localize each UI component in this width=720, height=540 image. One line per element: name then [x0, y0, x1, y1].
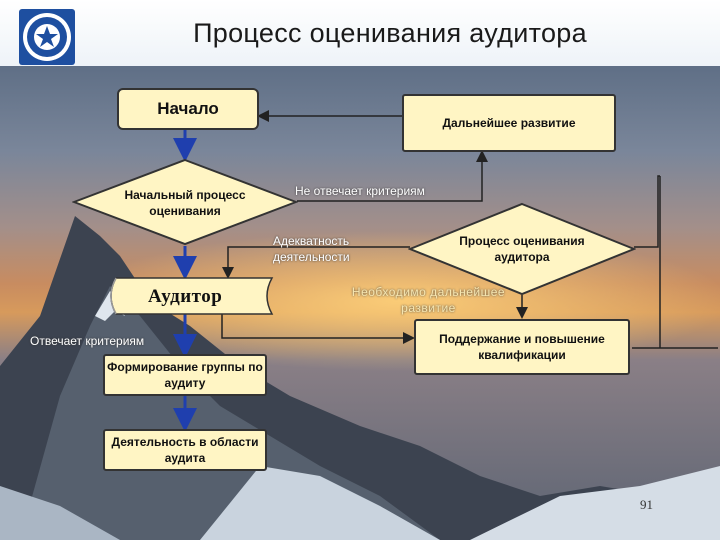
initial-assessment-label: Начальный процесс оценивания: [110, 186, 260, 220]
meets-criteria-label: Отвечает критериям: [30, 333, 190, 349]
page-number: 91: [640, 497, 653, 513]
slide-header: Процесс оценивания аудитора: [0, 0, 720, 66]
maintain-improve-node: Поддержание и повышение квалификации: [414, 319, 630, 375]
audit-activity-node: Деятельность в области аудита: [103, 429, 267, 471]
needs-further-development-label: Необходимо дальнейшее развитие: [336, 284, 521, 316]
auditor-label: Аудитор: [148, 286, 222, 308]
start-node: Начало: [117, 88, 259, 130]
further-development-node: Дальнейшее развитие: [402, 94, 616, 152]
flowchart-area: Начало Дальнейшее развитие Начальный про…: [0, 66, 720, 540]
adequate-performance-label: Адекватность деятельности: [273, 233, 383, 265]
team-formation-node: Формирование группы по аудиту: [103, 354, 267, 396]
page-title: Процесс оценивания аудитора: [80, 18, 700, 49]
not-meet-criteria-label: Не отвечает критериям: [295, 183, 475, 199]
academy-logo: [18, 8, 76, 66]
assessment-process-label: Процесс оценивания аудитора: [442, 232, 602, 266]
